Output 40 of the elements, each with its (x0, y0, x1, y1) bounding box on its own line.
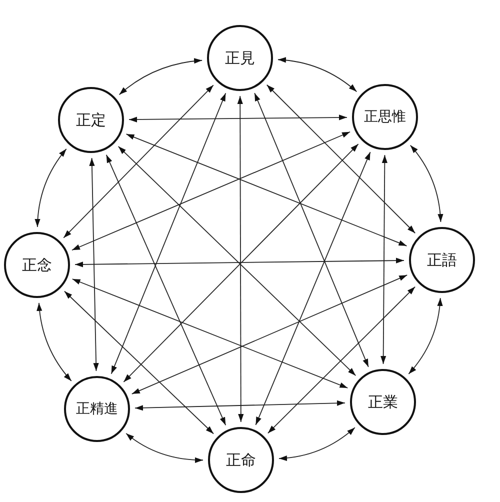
double-arrow (237, 96, 244, 422)
node-label: 正語 (427, 250, 457, 270)
circle-node (409, 227, 475, 293)
double-arrow (255, 152, 371, 426)
node-label: 正思惟 (364, 108, 406, 126)
double-arrow (380, 154, 388, 364)
double-arrow (278, 427, 356, 461)
double-arrow (267, 286, 416, 434)
double-arrow (63, 84, 214, 238)
double-arrow (126, 432, 204, 463)
double-arrow (34, 148, 67, 228)
node-label: 正念 (22, 256, 52, 274)
double-arrow (106, 154, 226, 426)
double-arrow (408, 298, 443, 374)
double-arrow (131, 274, 408, 394)
node-label: 正定 (76, 110, 106, 130)
double-arrow (110, 92, 226, 374)
double-arrow (278, 57, 358, 92)
double-arrow (128, 114, 348, 122)
double-arrow (266, 84, 416, 234)
node-label: 正業 (368, 392, 398, 412)
double-arrow (118, 58, 203, 96)
circle-node (350, 369, 416, 435)
double-arrow (89, 158, 99, 372)
double-arrow (64, 290, 214, 434)
double-arrow (254, 92, 369, 368)
double-arrow (126, 134, 408, 246)
circle-node (4, 232, 70, 298)
node-label: 正精進 (76, 400, 118, 418)
double-arrow (134, 400, 346, 411)
double-arrow (36, 302, 72, 382)
node-label: 正見 (225, 48, 255, 68)
circle-node (208, 427, 274, 493)
circle-node (64, 376, 130, 442)
double-arrow (74, 258, 404, 268)
double-arrow (410, 144, 444, 222)
circle-node (207, 25, 273, 91)
node-label: 正命 (226, 450, 256, 470)
double-arrow (72, 131, 350, 251)
double-arrow (72, 278, 348, 388)
